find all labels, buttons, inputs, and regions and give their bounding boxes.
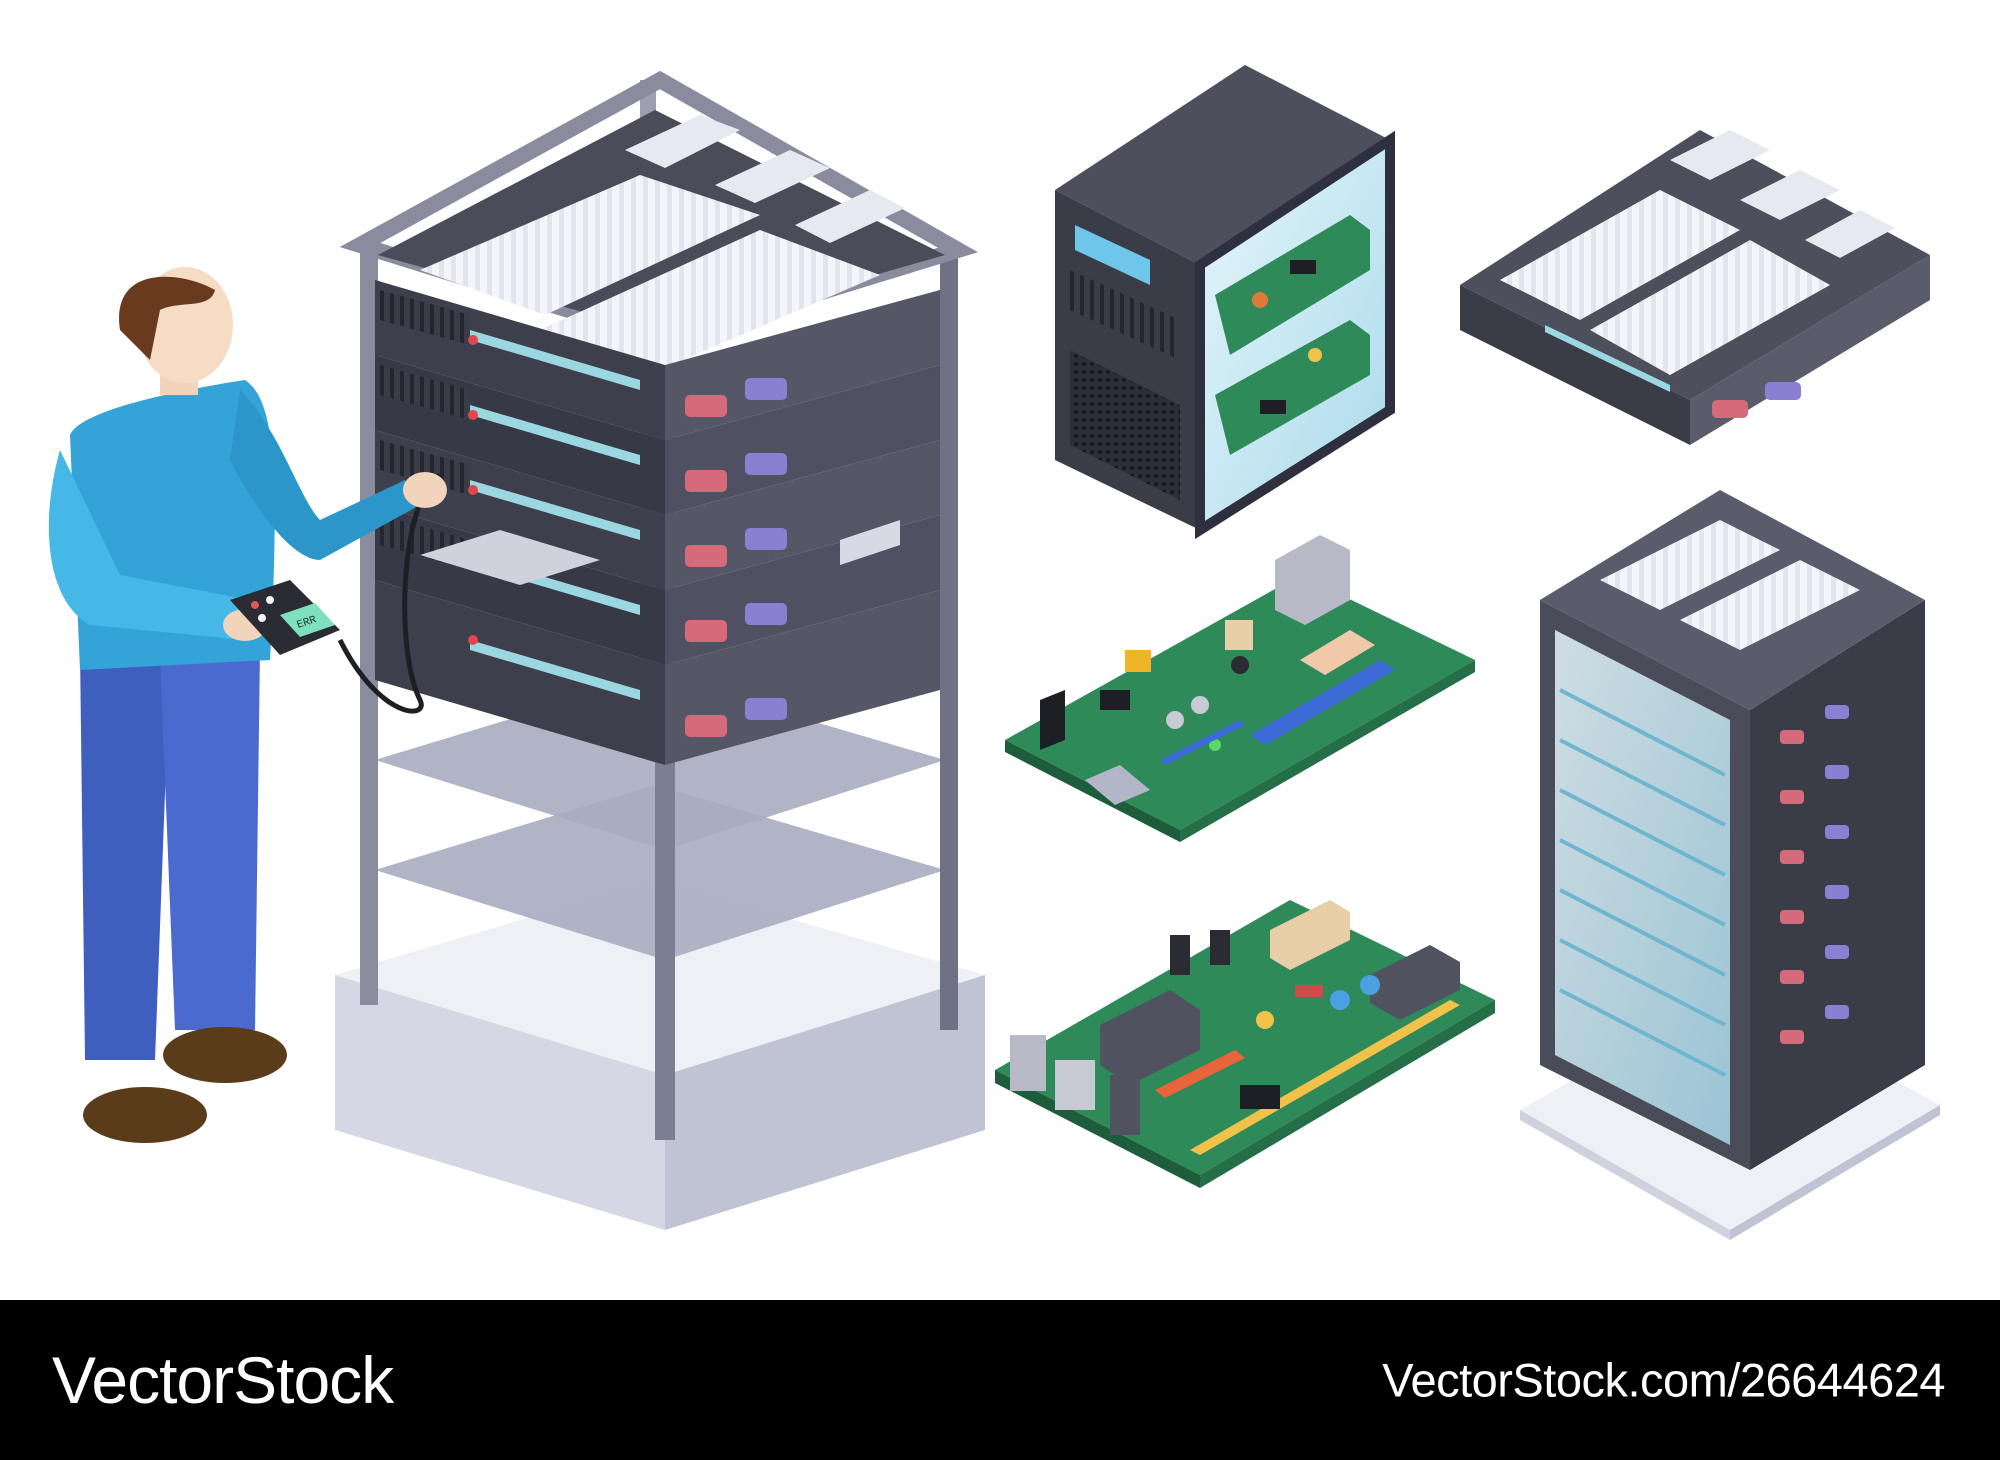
tester-screen-text: ERR	[296, 614, 319, 632]
handheld-tester: ERR	[230, 580, 340, 655]
server-rack-icon	[335, 70, 985, 1230]
technician-icon: ERR	[48, 267, 447, 1143]
brand-logo: VectorStock	[52, 1343, 394, 1417]
footer-bar: VectorStock VectorStock.com/26644624	[0, 1300, 2000, 1460]
circuit-board-icon	[1005, 535, 1475, 842]
rack-unit-icon	[1460, 130, 1930, 445]
isometric-illustration: ERR	[48, 65, 1940, 1240]
image-credit-link[interactable]: VectorStock.com/26644624	[1382, 1353, 1945, 1407]
server-rack-icon	[1520, 490, 1940, 1240]
circuit-board-icon	[995, 900, 1495, 1188]
pc-tower-icon	[1055, 65, 1395, 540]
